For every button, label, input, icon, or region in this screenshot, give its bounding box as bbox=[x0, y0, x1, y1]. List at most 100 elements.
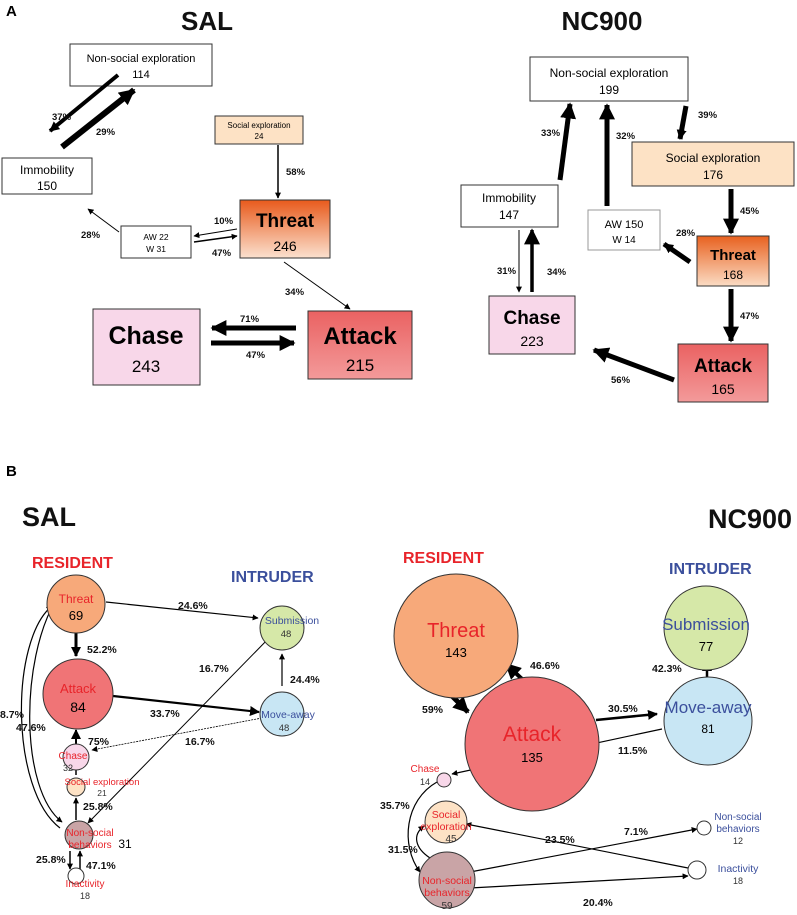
node-count: 143 bbox=[445, 645, 467, 660]
node-label: Non-social exploration bbox=[550, 66, 669, 80]
node-label: Threat bbox=[710, 247, 756, 264]
pct-a-nc-threat-aw: 28% bbox=[676, 228, 696, 239]
node-label: Move-away bbox=[665, 698, 752, 717]
node-label: Chase bbox=[108, 322, 183, 350]
node-count: 77 bbox=[699, 639, 713, 654]
panel-a-label: A bbox=[6, 3, 17, 20]
intruder-label: INTRUDER bbox=[669, 561, 752, 578]
panel-a-nc900: NC900 Non-social exploration 199 Social … bbox=[460, 6, 795, 403]
node-b-nc-nonsocial: Non-social behaviors 59 bbox=[418, 851, 476, 912]
edge-a-nc-ns-soc bbox=[676, 105, 689, 140]
node-count: 246 bbox=[273, 238, 297, 254]
node-label: Chase bbox=[411, 764, 440, 775]
node-label: Attack bbox=[694, 356, 753, 377]
pct-a-sal-ns-imm: 29% bbox=[96, 127, 116, 138]
pct-a-nc-threat-attack: 47% bbox=[740, 311, 760, 322]
node-a-sal-aw: AW 22 W 31 bbox=[120, 225, 192, 259]
pct-b-nc-attack-move: 30.5% bbox=[608, 703, 638, 715]
node-count: 199 bbox=[599, 83, 619, 97]
node-a-sal-nonsocial: Non-social exploration 114 bbox=[69, 43, 213, 87]
node-b-sal-attack: Attack 84 bbox=[42, 658, 114, 730]
pct-b-sal-attack-move: 33.7% bbox=[150, 708, 180, 720]
node-b-sal-inactivity: Inactivity 18 bbox=[66, 867, 105, 901]
panel-a-sal: SAL Non-social exploration 114 Social ex… bbox=[1, 6, 413, 386]
node-a-sal-chase: Chase 243 bbox=[92, 308, 201, 386]
node-count: 48 bbox=[281, 629, 292, 640]
pct-b-sal-move-chase: 16.7% bbox=[185, 736, 215, 748]
node-line1: AW 150 bbox=[605, 219, 644, 231]
node-count: 18 bbox=[80, 891, 90, 901]
node-b-sal-moveaway: Move-away 48 bbox=[259, 691, 316, 737]
panel-b-sal: SAL RESIDENT INTRUDER Threat 69 Attack 8… bbox=[0, 502, 320, 901]
edge-a-sal-ns-imm bbox=[48, 73, 120, 133]
panel-b-sal-title: SAL bbox=[22, 502, 76, 532]
node-line2: W 31 bbox=[146, 244, 166, 254]
node-a-nc-immobility: Immobility 147 bbox=[460, 184, 559, 228]
node-label: Social exploration bbox=[65, 777, 140, 788]
pct-a-sal-aw-imm: 28% bbox=[81, 230, 101, 241]
node-count: 18 bbox=[733, 876, 743, 886]
node-b-nc-submission: Submission 77 bbox=[662, 585, 750, 671]
edge-b-sal-attack-move bbox=[112, 694, 260, 716]
node-label-2: behaviors bbox=[716, 824, 759, 835]
node-line1: AW 22 bbox=[143, 232, 168, 242]
node-b-nc-moveaway: Move-away 81 bbox=[663, 676, 753, 766]
edge-b-nc-ns-inact bbox=[469, 873, 689, 889]
node-label-2: exploration bbox=[420, 821, 472, 833]
node-label: Attack bbox=[60, 681, 97, 696]
node-label: Inactivity bbox=[718, 863, 760, 875]
pct-b-sal-threat-sub: 24.6% bbox=[178, 600, 208, 612]
edge-a-nc-threat-aw bbox=[662, 241, 692, 265]
pct-b-sal-sub-ns: 16.7% bbox=[199, 663, 229, 675]
pct-b-nc-inact-soc: 23.5% bbox=[545, 834, 575, 846]
node-label: Submission bbox=[265, 615, 319, 627]
node-a-nc-nonsocial: Non-social exploration 199 bbox=[529, 56, 689, 102]
node-count: 48 bbox=[279, 723, 290, 734]
node-b-nc-threat: Threat 143 bbox=[393, 573, 519, 699]
pct-a-nc-chase-imm: 34% bbox=[547, 267, 567, 278]
node-a-nc-social: Social exploration 176 bbox=[631, 141, 795, 187]
edge-a-sal-aw-imm bbox=[87, 208, 120, 233]
edge-b-sal-sub-ns bbox=[87, 636, 271, 824]
node-count: 215 bbox=[346, 356, 374, 375]
node-count: 165 bbox=[711, 381, 735, 397]
pct-b-sal-inact-ns: 47.1% bbox=[86, 860, 116, 872]
pct-b-nc-threat-attack: 59% bbox=[422, 704, 444, 716]
node-b-sal-social: Social exploration 21 bbox=[65, 777, 140, 798]
node-count: 31 bbox=[118, 837, 132, 851]
edge-b-nc-attack-move bbox=[595, 709, 658, 722]
node-a-sal-immobility: Immobility 150 bbox=[1, 157, 93, 195]
node-a-sal-threat: Threat 246 bbox=[239, 199, 331, 259]
node-label: Non-social exploration bbox=[87, 53, 196, 65]
node-label-1: Non-social bbox=[66, 828, 113, 839]
node-label: Attack bbox=[323, 323, 397, 350]
resident-label: RESIDENT bbox=[32, 555, 113, 572]
pct-b-sal-ns-inact: 25.8% bbox=[36, 854, 66, 866]
node-count: 150 bbox=[37, 179, 57, 193]
node-label: Inactivity bbox=[66, 879, 105, 890]
edge-b-sal-threat-sub bbox=[105, 601, 259, 621]
pct-b-sal-threat-attack: 52.2% bbox=[87, 644, 117, 656]
pct-b-sal-ns-threat-b: 47.6% bbox=[16, 722, 46, 734]
pct-b-sal-ns-threat-a: 8.7% bbox=[0, 709, 25, 721]
edge-a-sal-threat-attack bbox=[283, 261, 351, 310]
node-a-nc-attack: Attack 165 bbox=[677, 343, 769, 403]
edge-b-nc-ns-nsi bbox=[469, 827, 698, 873]
node-count: 59 bbox=[441, 901, 453, 912]
node-b-nc-ns-intruder: Non-social behaviors 12 bbox=[696, 812, 762, 846]
panel-a-nc900-title: NC900 bbox=[562, 6, 643, 36]
node-count: 135 bbox=[521, 750, 543, 765]
pct-a-nc-imm-ns: 33% bbox=[541, 128, 561, 139]
node-b-sal-submission: Submission 48 bbox=[259, 605, 319, 651]
pct-b-nc-ns-nsi: 7.1% bbox=[624, 826, 649, 838]
node-label-2: behaviors bbox=[68, 840, 111, 851]
edge-b-nc-ns-soc bbox=[416, 825, 431, 859]
node-label: Submission bbox=[662, 615, 750, 634]
node-label: Threat bbox=[256, 211, 315, 232]
pct-a-nc-aw-ns: 32% bbox=[616, 131, 636, 142]
pct-a-sal-attack-chase: 71% bbox=[240, 314, 260, 325]
node-line2: W 14 bbox=[612, 235, 636, 246]
pct-a-sal-threat-attack: 34% bbox=[285, 287, 305, 298]
edge-a-sal-aw-threat bbox=[193, 228, 238, 239]
